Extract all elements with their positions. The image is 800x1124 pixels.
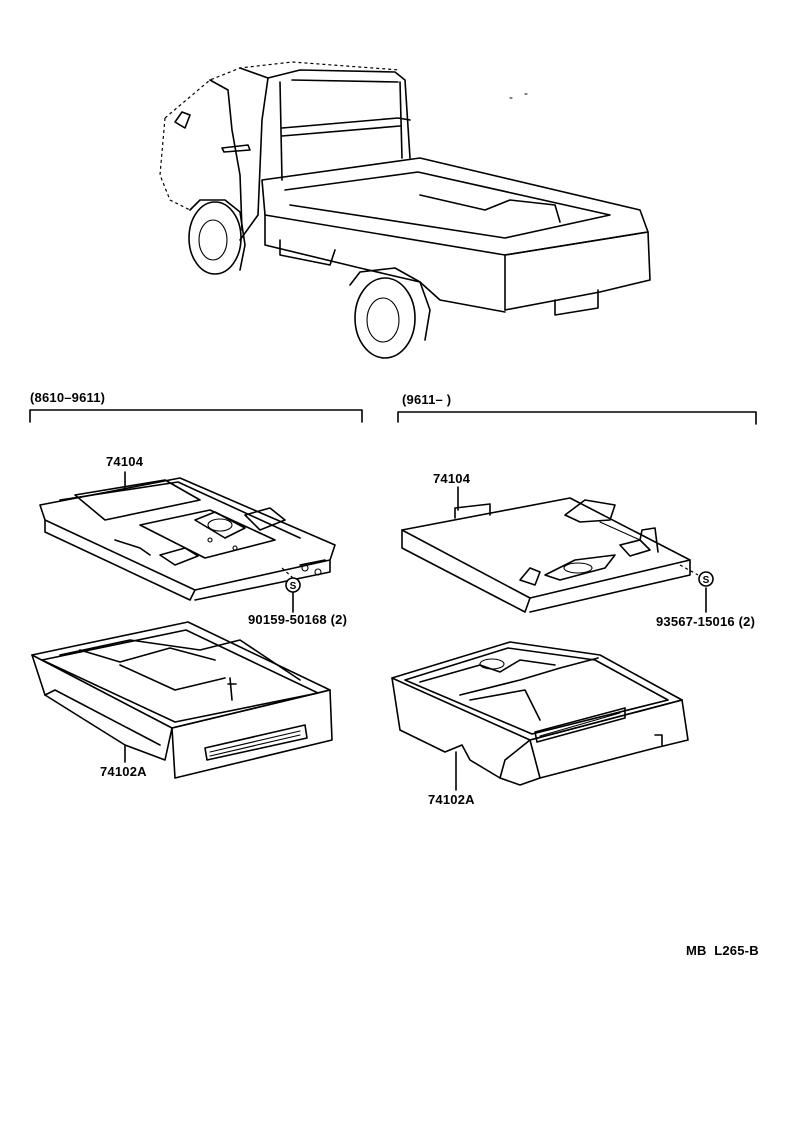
figure-code: MB L265-B (686, 943, 759, 958)
left-panel-part-number: 74104 (106, 454, 144, 469)
range-label-right: (9611– ) (402, 392, 452, 407)
left-tray-part-number: 74102A (100, 764, 147, 779)
left-floor-panel-74104 (39, 471, 336, 613)
left-screw-symbol-letter: S (290, 581, 297, 592)
left-screw-part-number: 90159-50168 (2) (248, 612, 348, 627)
range-bracket-left (29, 409, 363, 423)
left-tray-74102A (31, 621, 333, 779)
right-tray-74102A (391, 641, 689, 791)
right-panel-part-number: 74104 (433, 471, 471, 486)
truck-illustration (159, 61, 651, 359)
range-bracket-right (397, 411, 757, 425)
right-tray-part-number: 74102A (428, 792, 475, 807)
left-screw-symbol (285, 577, 301, 593)
right-screw-symbol-letter: S (703, 575, 710, 586)
right-screw-part-number: 93567-15016 (2) (656, 614, 756, 629)
right-screw-symbol (698, 571, 714, 587)
range-label-left: (8610–9611) (30, 390, 106, 405)
right-floor-panel-74104 (401, 486, 707, 613)
